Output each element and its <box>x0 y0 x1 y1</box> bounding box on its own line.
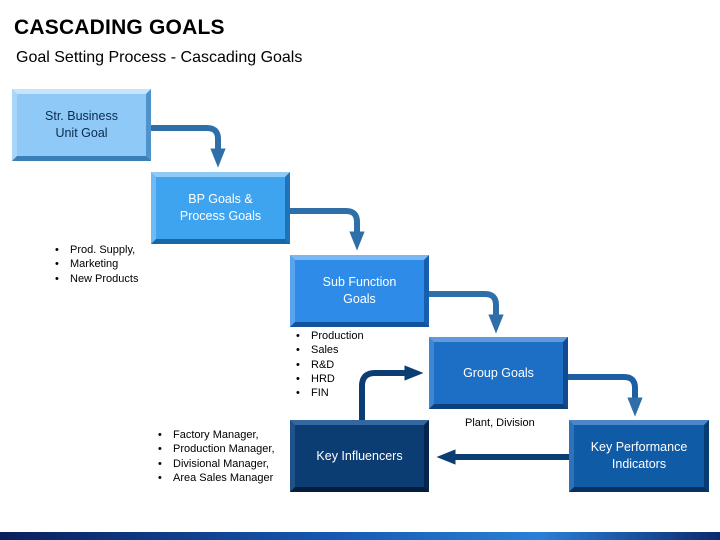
arrow-bp-to-sub <box>290 208 365 251</box>
page-title: CASCADING GOALS <box>14 16 225 39</box>
group-goals-note: Plant, Division <box>465 417 535 429</box>
footer-bar <box>0 532 720 540</box>
list-item: Area Sales Manager <box>157 471 275 486</box>
arrow-str-to-bp <box>151 125 226 168</box>
box-bp-goals-label: BP Goals & Process Goals <box>179 192 262 223</box>
box-key-influencers: Key Influencers <box>290 420 429 492</box>
arrow-group-to-kpi <box>568 374 643 417</box>
list-item: Prod. Supply, <box>54 243 138 258</box>
box-bp-process-goals: BP Goals & Process Goals <box>151 172 290 244</box>
list-item: Sales <box>295 343 364 358</box>
box-group-goals: Group Goals <box>429 337 568 409</box>
page-subtitle: Goal Setting Process - Cascading Goals <box>16 49 303 66</box>
box-kpi-label: Key Performance Indicators <box>590 440 688 471</box>
bp-goals-bullet-list: Prod. Supply, Marketing New Products <box>54 243 138 286</box>
sub-function-bullet-list: Production Sales R&D HRD FIN <box>295 329 364 401</box>
list-item: R&D <box>295 358 364 373</box>
box-sub-function-label: Sub Function Goals <box>322 275 397 306</box>
key-influencers-bullet-list: Factory Manager, Production Manager, Div… <box>157 428 275 485</box>
list-item: Marketing <box>54 257 138 272</box>
box-group-goals-label: Group Goals <box>463 365 534 380</box>
box-key-performance-indicators: Key Performance Indicators <box>569 420 709 492</box>
arrow-influencers-to-group <box>359 365 424 420</box>
arrow-sub-to-group <box>429 291 504 334</box>
list-item: Production Manager, <box>157 442 275 457</box>
list-item: Production <box>295 329 364 344</box>
list-item: Factory Manager, <box>157 428 275 443</box>
list-item: HRD <box>295 372 364 387</box>
list-item: FIN <box>295 386 364 401</box>
box-sub-function-goals: Sub Function Goals <box>290 255 429 327</box>
box-str-business-label: Str. Business Unit Goal <box>45 109 118 140</box>
box-key-influencers-label: Key Influencers <box>316 448 403 463</box>
list-item: New Products <box>54 272 138 287</box>
list-item: Divisional Manager, <box>157 457 275 472</box>
box-str-business-unit-goal: Str. Business Unit Goal <box>12 89 151 161</box>
